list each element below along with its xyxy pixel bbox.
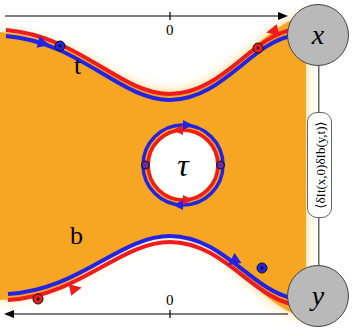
- arrow-head: [69, 282, 83, 296]
- axis-origin: 0: [166, 23, 174, 38]
- loop-channel: [143, 125, 223, 205]
- arrow-head: [183, 195, 193, 205]
- arrow-head: [4, 310, 14, 318]
- edge-channel: [6, 36, 292, 100]
- axis-tick: [169, 310, 170, 318]
- contact-dot: [261, 267, 264, 270]
- axis-line: [5, 15, 282, 16]
- axis-tick: [169, 12, 170, 20]
- contact-dot: [257, 263, 267, 273]
- contact-dot: [37, 298, 40, 301]
- channel-label: t: [74, 53, 81, 79]
- correlator-box: ⟨δIt(x,0)δIb(y,t)⟩: [307, 112, 332, 218]
- arrow-head: [173, 200, 183, 210]
- sample-region: [0, 14, 306, 318]
- arrow-head: [225, 253, 242, 270]
- connector-line: [318, 66, 320, 112]
- arrow-head: [278, 12, 288, 20]
- contact-circle: x: [287, 4, 349, 66]
- sample-glow: [0, 14, 306, 318]
- contact-dot: [217, 161, 225, 169]
- hole-label: τ: [153, 135, 213, 195]
- axis-origin: 0: [166, 293, 174, 308]
- arrow-head: [173, 125, 183, 135]
- contact-dot: [55, 41, 65, 51]
- arrow-head: [183, 120, 193, 130]
- contact-dot: [142, 161, 150, 169]
- edge-channel: [8, 242, 292, 304]
- node-text: y: [312, 282, 324, 310]
- axis-line: [10, 313, 288, 314]
- contact-circle: y: [287, 265, 349, 327]
- contact-dot: [253, 43, 263, 53]
- hole: [150, 132, 216, 198]
- channel-label: b: [70, 223, 83, 249]
- edge-channel: [6, 30, 292, 94]
- node-text: x: [312, 21, 324, 49]
- contact-dot: [257, 47, 260, 50]
- contact-dot: [33, 294, 43, 304]
- arrow-head: [37, 36, 52, 51]
- loop-channel: [148, 130, 218, 200]
- node-text: τ: [177, 149, 188, 181]
- connector-line: [318, 218, 320, 265]
- node-text: ⟨δIt(x,0)δIb(y,t)⟩: [313, 121, 326, 208]
- arrow-head: [265, 24, 279, 38]
- contact-dot: [59, 45, 62, 48]
